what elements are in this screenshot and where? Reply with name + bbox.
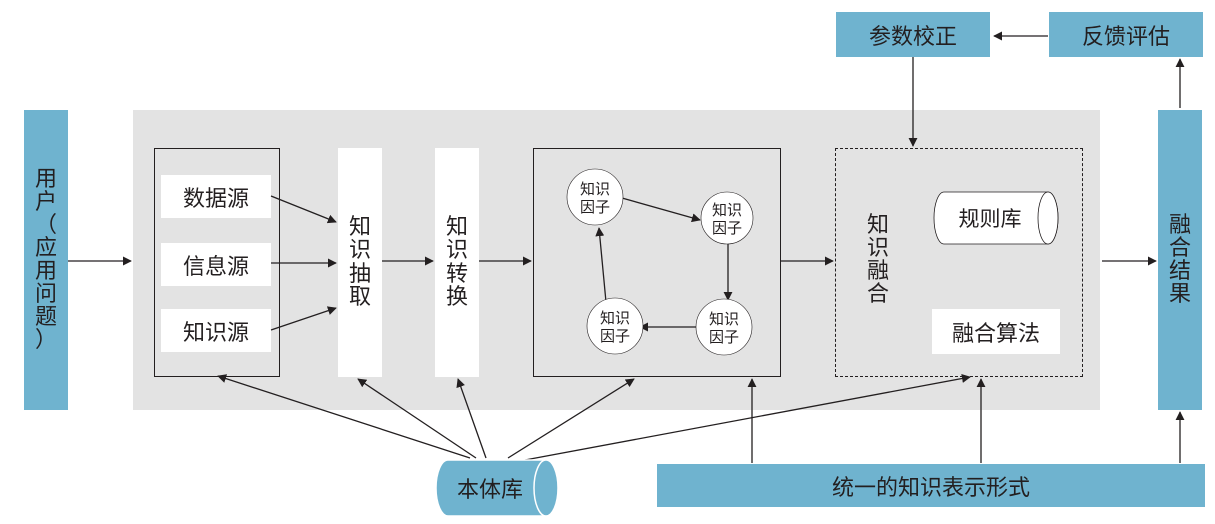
result-label-char: 结 [1168, 259, 1191, 284]
knowledge-fusion-label: 知识融合 [867, 214, 889, 306]
user-label-char: （ [34, 212, 57, 238]
transform-label-char: 知 [445, 215, 468, 241]
knowledge-extract-label: 知识抽取 [349, 216, 371, 308]
user-label: 用户（应用问题） [35, 168, 57, 353]
ontology-cylinder: 本体库 [435, 459, 559, 517]
user-label-char: 户 [34, 189, 57, 215]
knowledge-transform-label: 知识转换 [446, 216, 468, 308]
knowledge-factor-1 [566, 168, 624, 226]
knowledge-fusion-label-box: 知识融合 [856, 200, 900, 320]
factor-1-label: 知识因子 [580, 180, 610, 216]
arrow-ontology-to-transform [456, 378, 487, 459]
knowledge-extract-box: 知识抽取 [338, 148, 382, 377]
ontology-label: 本体库 [457, 478, 523, 503]
extract-label-char: 识 [348, 238, 371, 264]
unified-representation-box: 统一的知识表示形式 [657, 464, 1205, 507]
arrow-ontology-to-extract [357, 378, 477, 459]
user-label-char: 题 [34, 305, 57, 331]
extract-label-char: 知 [348, 215, 371, 241]
feedback-evaluation-box: 反馈评估 [1049, 12, 1203, 57]
factor-3-label: 知识因子 [709, 310, 739, 346]
rule-base-cylinder: 规则库 [933, 191, 1059, 245]
fusion-result-box: 融合结果 [1158, 110, 1202, 410]
fusion-label-char: 识 [866, 235, 889, 261]
knowledge-fusion-frame [835, 148, 1083, 377]
transform-label-char: 识 [445, 238, 468, 264]
parameter-calibration-box: 参数校正 [836, 12, 990, 57]
knowledge-factor-3 [695, 298, 753, 356]
fusion-label-char: 合 [866, 282, 889, 308]
arrow-data-source-to-extract [270, 195, 337, 224]
extract-label-char: 取 [348, 284, 371, 310]
user-label-char: 用 [34, 259, 57, 284]
fusion-algorithm-box: 融合算法 [932, 309, 1060, 354]
knowledge-factors-frame [533, 148, 781, 377]
result-label-char: 合 [1168, 235, 1191, 261]
fusion-result-label: 融合结果 [1169, 214, 1191, 306]
result-label-char: 融 [1168, 212, 1191, 238]
transform-label-char: 转 [445, 261, 468, 287]
fusion-label-char: 知 [866, 212, 889, 238]
rule-base-label: 规则库 [959, 207, 1022, 231]
user-label-char: ） [34, 328, 57, 354]
knowledge-source-box: 知识源 [161, 309, 271, 352]
arrow-factor4-to-factor1 [595, 227, 607, 303]
knowledge-transform-box: 知识转换 [435, 148, 479, 377]
knowledge-factor-2 [700, 191, 754, 245]
arrow-ontology-to-fusion [524, 374, 971, 461]
arrow-knowledge-source-to-extract [270, 306, 337, 331]
fusion-label-char: 融 [866, 259, 889, 284]
user-label-char: 应 [34, 235, 57, 261]
result-label-char: 果 [1168, 282, 1191, 308]
data-source-box: 数据源 [161, 175, 271, 218]
arrow-ontology-to-sources [217, 374, 471, 459]
user-box: 用户（应用问题） [24, 110, 68, 410]
knowledge-factor-4 [586, 297, 644, 355]
factor-4-label: 知识因子 [600, 309, 630, 345]
arrow-factor1-to-factor2 [621, 197, 701, 223]
process-panel [133, 110, 1100, 410]
extract-label-char: 抽 [348, 261, 371, 287]
user-label-char: 问 [34, 282, 57, 308]
user-label-char: 用 [34, 166, 57, 192]
arrow-ontology-to-factors [507, 378, 635, 459]
info-source-box: 信息源 [161, 243, 271, 286]
factor-2-label: 知识因子 [712, 201, 742, 237]
transform-label-char: 换 [445, 284, 468, 310]
